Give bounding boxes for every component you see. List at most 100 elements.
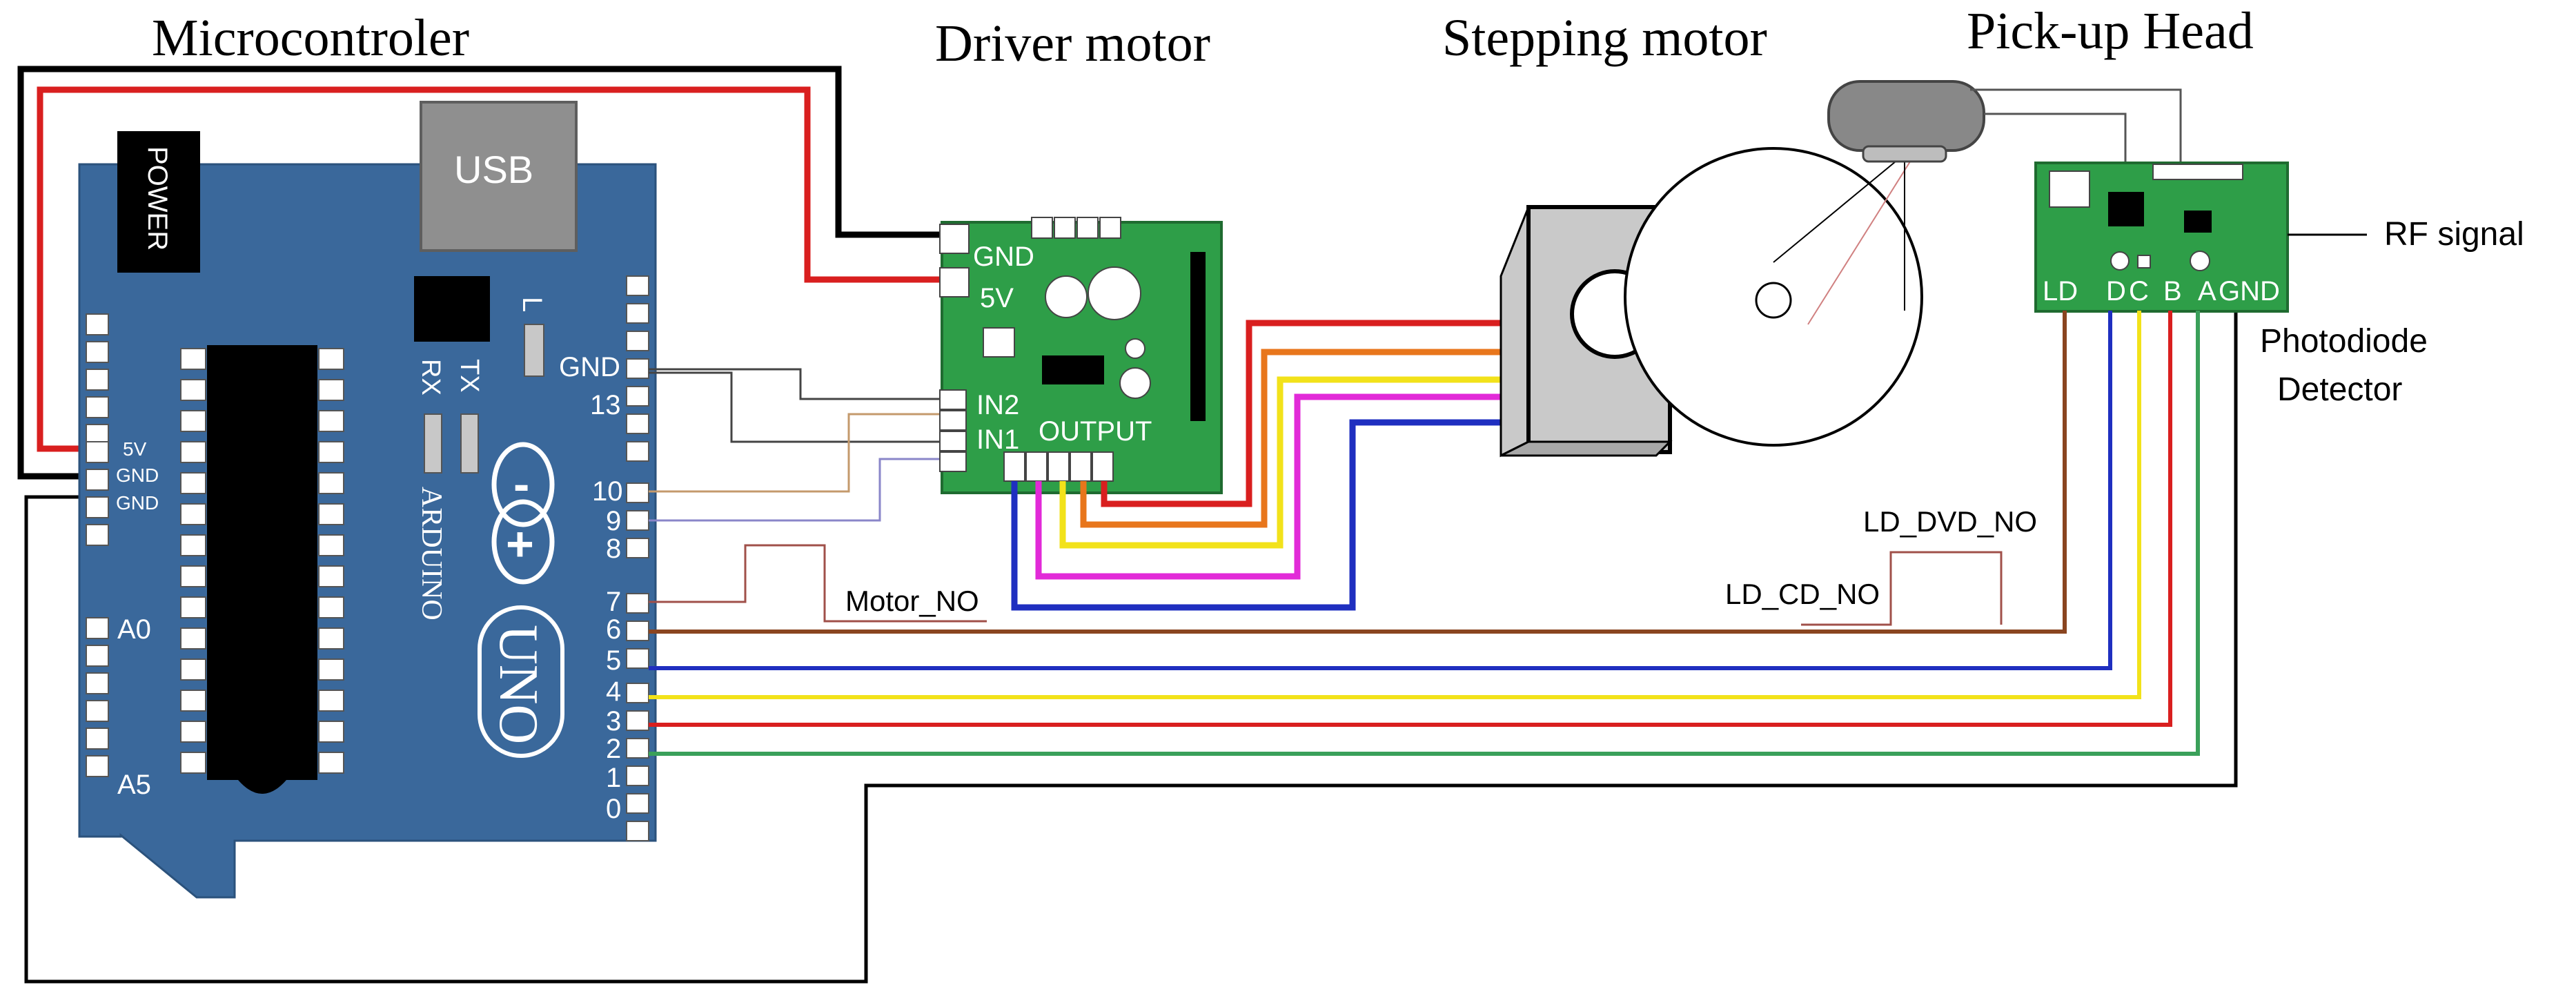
- pin-a5-label: A5: [117, 770, 151, 800]
- pin-6-label: 6: [606, 614, 621, 645]
- driver-5v-label: 5V: [980, 283, 1014, 313]
- pin-gnd1-label: GND: [116, 465, 159, 486]
- pickup-lens-base: [1862, 145, 1947, 163]
- pd-chip-2: [2184, 211, 2212, 233]
- pin-3-label: 3: [606, 706, 621, 736]
- wire-gnd-to-in1: [649, 371, 949, 443]
- photodiode-label-1: Photodiode: [2260, 323, 2428, 360]
- left-power-header: [86, 313, 109, 546]
- pd-c-label: C: [2129, 276, 2149, 306]
- arduino-board: [78, 163, 657, 899]
- atmega-chip-notch: [238, 780, 286, 794]
- wire-green-a: [649, 311, 2200, 756]
- title-stepping-motor: Stepping motor: [1442, 9, 1767, 67]
- logo-plus: +: [506, 517, 534, 571]
- logo-minus: -: [513, 457, 529, 511]
- stepper-body-top: [1500, 440, 1673, 457]
- regulator-chip: [414, 276, 490, 342]
- atmega-chip: [207, 345, 317, 780]
- l-label: L: [517, 297, 547, 312]
- pd-square-white: [2049, 170, 2090, 208]
- driver-led: [983, 327, 1015, 358]
- wire-red-b: [649, 311, 2172, 727]
- pin-7-label: 7: [606, 587, 621, 617]
- pd-a-label: A: [2198, 276, 2216, 306]
- driver-capacitor-4: [1119, 367, 1151, 399]
- pin-5-label: 5: [606, 645, 621, 676]
- driver-output-label: OUTPUT: [1039, 416, 1152, 447]
- wire-motor-yellow: [1059, 376, 1508, 549]
- pin-gnd2-label: GND: [116, 492, 159, 514]
- driver-chip: [1042, 355, 1104, 384]
- pd-gnd-label: GND: [2219, 276, 2280, 306]
- power-jack: [117, 131, 200, 273]
- pd-b-label: B: [2163, 276, 2182, 306]
- motor-no-pulse: [649, 544, 987, 623]
- pd-d-label: D: [2106, 276, 2126, 306]
- left-analog-header: [86, 617, 109, 777]
- wire-gnd-to-in2: [649, 368, 949, 400]
- driver-capacitor-1: [1045, 275, 1088, 318]
- wire-motor-blue: [1011, 419, 1508, 611]
- wire-motor-orange: [1080, 349, 1508, 528]
- pin-0-label: 0: [606, 794, 621, 824]
- l-led: [524, 324, 544, 377]
- ld-dvd-no-label: LD_DVD_NO: [1863, 505, 2037, 538]
- usb-port: [420, 101, 578, 252]
- wire-pin9-in1: [649, 458, 949, 522]
- rx-led: [424, 413, 442, 474]
- power-label: POWER: [142, 146, 173, 251]
- pin-gnd-header-label: GND: [559, 352, 620, 382]
- pd-chip-1: [2108, 192, 2144, 226]
- right-digital-header: [626, 275, 649, 841]
- chip-pins-left: [180, 348, 206, 774]
- usb-label: USB: [454, 148, 533, 191]
- stepper-disc-line-1: [1773, 148, 1912, 263]
- pin-13-label: 13: [590, 390, 621, 420]
- pickup-cable-1: [1984, 113, 2127, 169]
- title-microcontroller: Microcontroler: [152, 9, 469, 67]
- motor-no-label: Motor_NO: [845, 585, 979, 617]
- tx-label: TX: [455, 359, 484, 393]
- driver-in2-label: IN2: [976, 390, 1019, 420]
- wire-black-gnd-bottom: [24, 276, 2238, 984]
- rx-label: RX: [416, 359, 445, 396]
- pd-connector-strip: [2152, 164, 2243, 180]
- wire-pin10-in2: [649, 413, 949, 493]
- driver-power-header: [939, 224, 970, 297]
- arduino-logo: [491, 442, 555, 585]
- driver-capacitor-2: [1088, 266, 1141, 320]
- pd-circle-1: [2110, 251, 2130, 271]
- wire-black-gnd-top: [17, 66, 949, 480]
- driver-in1-label: IN1: [976, 425, 1019, 455]
- pickup-lens: [1827, 80, 1985, 152]
- pin-10-label: 10: [592, 476, 623, 507]
- driver-heatsink-bar: [1190, 252, 1206, 421]
- pin-9-label: 9: [606, 506, 621, 536]
- driver-gnd-label: GND: [973, 242, 1034, 272]
- pd-ld-label: LD: [2043, 276, 2078, 306]
- pd-square-small: [2137, 255, 2151, 269]
- wire-red-5v-top: [37, 86, 949, 452]
- ld-cd-no-label: LD_CD_NO: [1725, 578, 1880, 610]
- wire-yellow-c: [649, 311, 2141, 699]
- tx-led: [460, 413, 479, 474]
- pin-2-label: 2: [606, 734, 621, 764]
- driver-input-header: [939, 389, 967, 472]
- driver-top-header: [1031, 217, 1121, 239]
- wire-blue-d: [649, 311, 2112, 670]
- uno-label: UNO: [488, 625, 549, 744]
- stepper-spindle: [1755, 282, 1792, 319]
- pickup-cable-2: [1970, 88, 2182, 169]
- wire-motor-magenta: [1035, 393, 1508, 580]
- title-pickup-head: Pick-up Head: [1967, 2, 2254, 60]
- driver-capacitor-3: [1125, 338, 1146, 359]
- pin-8-label: 8: [606, 534, 621, 564]
- chip-pins-right: [318, 348, 344, 774]
- uno-badge: [478, 605, 564, 758]
- stepper-body-side: [1500, 206, 1530, 458]
- pd-circle-2: [2190, 251, 2210, 271]
- wire-brown-ld: [649, 311, 2067, 634]
- pin-4-label: 4: [606, 676, 621, 707]
